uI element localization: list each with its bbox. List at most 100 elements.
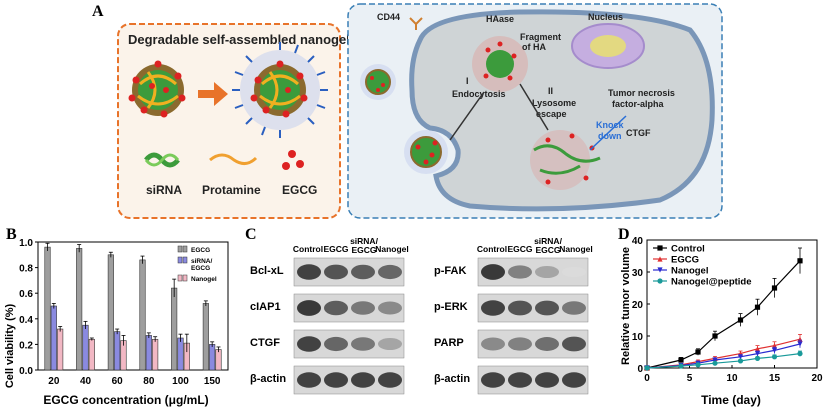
chart-d-xtick-label: 15 [769,373,781,384]
chart-b-bar-nanogel [215,349,222,371]
arrow-step2 [519,83,549,131]
blot-col-header: EGCG [351,245,376,255]
panel-a-schematic: Degradable self-assembled nanogel [117,3,723,219]
chart-b-legend-swatch [182,256,188,264]
assembly-arrow [198,82,228,106]
chart-b-bar-sirnaegcg [114,331,121,371]
chart-d-legend-label: EGCG [671,255,699,266]
chart-d-xtick-label: 20 [811,373,823,384]
blot-col-header: Control [293,244,323,254]
chart-d-ytick-label: 30 [632,268,644,279]
chart-d-point [657,256,663,262]
chart-d-line-control [646,260,801,369]
nucleus-icon [571,23,645,69]
chart-b-legend-label: EGCG [191,265,210,272]
blot-col-header: siRNA/ [350,236,379,246]
chart-b-legend-swatch [177,274,183,282]
chart-d-point [644,365,650,371]
blot-band [297,336,321,352]
chart-d-point [771,354,778,360]
cd44-label: CD44 [377,12,400,22]
chart-d-ytick-label: 0 [637,364,643,375]
legend-egcg: EGCG [282,183,317,197]
cell-viability-chart: Cell viability (%) EGCG concentration (μ… [4,238,229,407]
chart-b-xtick-label: 150 [204,376,221,387]
blot-band [378,301,402,315]
blot-row-label: CTGF [250,337,280,349]
blot-band [535,300,559,316]
chart-b-bar-sirnaegcg [50,305,57,371]
chart-b-bar-egcg [107,254,114,371]
chart-d-point [754,355,761,361]
chart-d-point [657,245,663,251]
blot-band [508,265,532,279]
blot-band [481,372,505,388]
chart-d-legend-label: Nanogel [671,266,708,277]
chart-d-xtick-label: 5 [687,373,693,384]
chart-b-xtick-label: 80 [143,376,155,387]
chart-d-line-egcg [646,338,801,369]
lysosome-icon [472,36,528,92]
tumor-volume-chart: Relative tumor volume Time (day) 0102030… [620,236,823,407]
chart-b-xtick-label: 20 [48,376,60,387]
nanogel-box-title: Degradable self-assembled nanogel [128,32,350,47]
chart-b-legend-swatch [182,245,188,253]
chart-d-point [712,357,718,363]
chart-d-point [737,354,744,360]
nanogel-outside [360,64,396,100]
chart-b-xtick-label: 100 [172,376,189,387]
chart-d-xtick-label: 0 [644,373,650,384]
protamine-icon [209,153,258,165]
blot-band [535,337,559,351]
chart-b-frame [37,241,229,371]
blot-band [351,264,375,280]
nanogel-coated [232,42,328,138]
blot-band [562,336,586,352]
step2-label-a: Lysosome [532,98,576,108]
chart-b-bar-egcg [44,246,51,371]
chart-d-point [712,333,718,339]
chart-b-bar-egcg [171,287,178,371]
chart-b-xtick-label: 60 [112,376,124,387]
blot-band [562,266,586,278]
blot-band [562,301,586,315]
blot-col-header: EGCG [535,245,560,255]
blot-row-label: β-actin [434,373,470,385]
blot-col-header: Nanogel [375,244,409,254]
blot-band [351,372,375,388]
legend-sirna: siRNA [146,183,182,197]
chart-d-point [678,363,684,369]
ctgf-label: CTGF [626,128,651,138]
nanogel-endocytosis [404,130,448,174]
chart-d-point [695,362,701,368]
blot-band [324,336,348,352]
chart-b-ytick-label: 1.0 [19,238,33,249]
knock-label-1: Knock [596,120,625,130]
step1-label: Endocytosis [452,89,506,99]
chart-d-ytick-label: 20 [632,300,644,311]
blot-band [481,337,505,351]
blot-row-label: Bcl-xL [250,265,284,277]
chart-d-point [771,347,778,353]
blot-band [378,372,402,388]
chart-d-ylabel: Relative tumor volume [620,247,632,365]
chart-d-line-nanogel [646,343,801,369]
step2-number: II [548,86,553,96]
blot-band [297,300,321,316]
blot-band [324,372,348,388]
chart-b-bar-nanogel [152,338,159,371]
blot-band [351,337,375,351]
sirna-icon [144,152,180,168]
blot-col-header: Control [477,244,507,254]
chart-d-line-nanogelpeptide [646,353,801,369]
blot-row-label: cIAP1 [250,301,281,313]
chart-d-point [657,267,663,273]
blot-col-header: Nanogel [559,244,593,254]
chart-b-ytick-label: 0.8 [19,264,33,275]
chart-b-bar-nanogel [88,338,95,371]
chart-d-point [754,304,761,310]
chart-b-ytick-label: 0.0 [19,366,33,377]
blot-band [535,372,559,388]
chart-d-point [678,357,684,363]
chart-d-point [695,349,701,355]
